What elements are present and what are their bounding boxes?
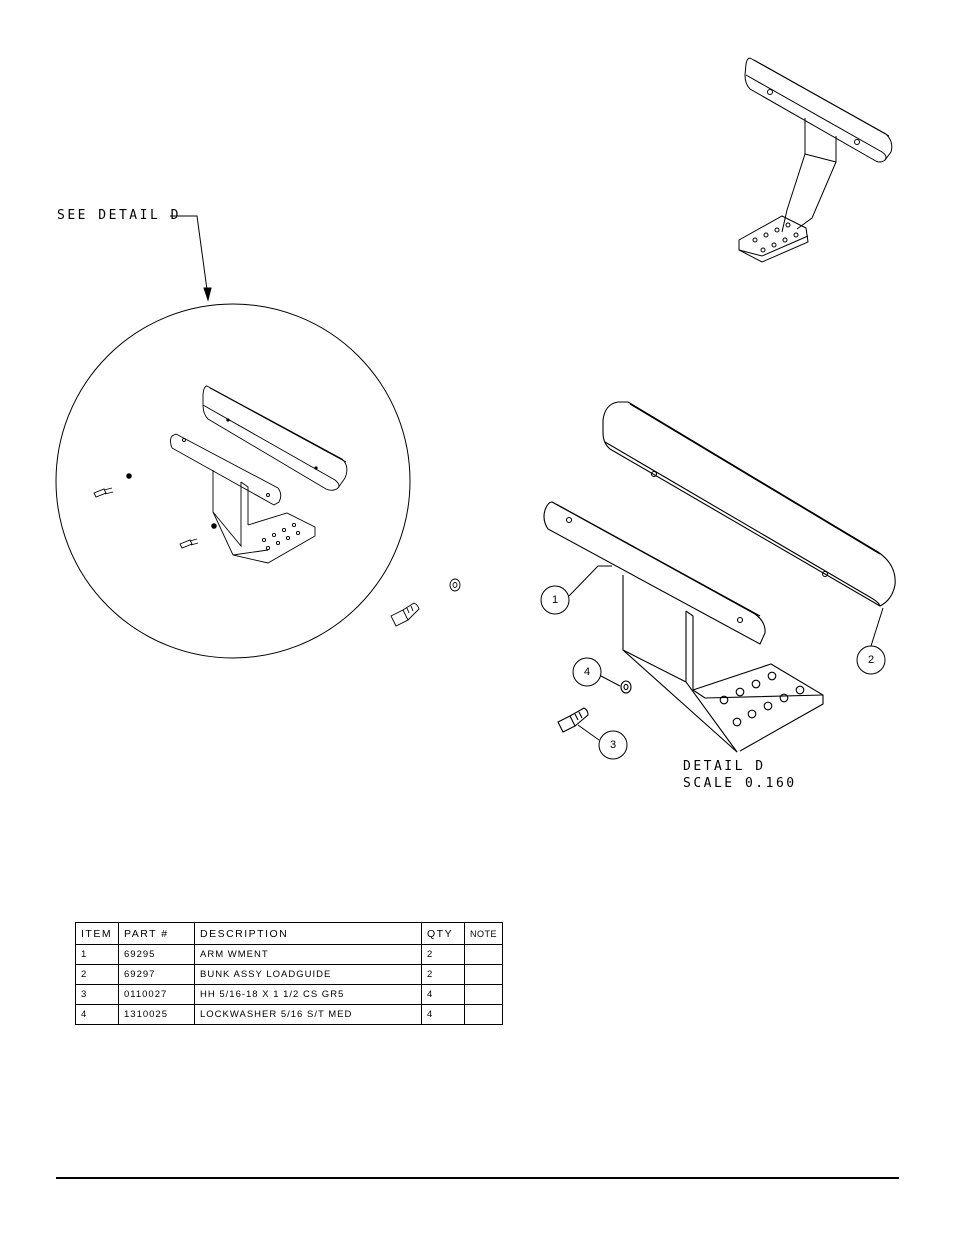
loose-hardware (390, 578, 461, 627)
cell-description: BUNK ASSY LOADGUIDE (194, 964, 422, 985)
cell-part: 69295 (118, 944, 195, 965)
bill-of-materials: ITEM PART # DESCRIPTION QTY NOTE 1 69295… (75, 922, 504, 1025)
cell-part: 69297 (118, 964, 195, 985)
cell-qty: 2 (421, 964, 465, 985)
table-row: 1 69295 ARM WMENT 2 (75, 944, 504, 965)
detail-scale: SCALE 0.160 (683, 776, 797, 791)
see-detail-leader (170, 215, 212, 302)
cell-note (463, 964, 504, 985)
cell-item: 4 (75, 1004, 119, 1025)
header-qty: QTY (421, 922, 465, 945)
cell-description: ARM WMENT (194, 944, 422, 965)
isometric-view (738, 57, 893, 263)
detail-circle (55, 303, 411, 659)
table-row: 2 69297 BUNK ASSY LOADGUIDE 2 (75, 964, 504, 985)
detail-d-view (543, 401, 896, 753)
cell-part: 1310025 (118, 1004, 195, 1025)
header-description: DESCRIPTION (194, 922, 422, 945)
cell-qty: 2 (421, 944, 465, 965)
callout-3: 3 (609, 739, 617, 751)
table-row: 3 0110027 HH 5/16-18 X 1 1/2 CS GR5 4 (75, 984, 504, 1005)
cell-note (463, 984, 504, 1005)
cell-item: 3 (75, 984, 119, 1005)
cell-item: 1 (75, 944, 119, 965)
see-detail-label: SEE DETAIL D (57, 208, 181, 223)
cell-qty: 4 (421, 1004, 465, 1025)
callout-2: 2 (867, 654, 875, 666)
footer-rule (56, 1177, 899, 1179)
cell-part: 0110027 (118, 984, 195, 1005)
cell-description: LOCKWASHER 5/16 S/T MED (194, 1004, 422, 1025)
cell-description: HH 5/16-18 X 1 1/2 CS GR5 (194, 984, 422, 1005)
detail-title: DETAIL D (683, 759, 766, 774)
cell-note (463, 1004, 504, 1025)
callout-balloons (540, 565, 886, 760)
bom-header-row: ITEM PART # DESCRIPTION QTY NOTE (75, 922, 504, 945)
header-note: NOTE (463, 922, 504, 945)
callout-1: 1 (551, 594, 559, 606)
table-row: 4 1310025 LOCKWASHER 5/16 S/T MED 4 (75, 1004, 504, 1025)
header-part: PART # (118, 922, 195, 945)
cell-item: 2 (75, 964, 119, 985)
callout-4: 4 (583, 666, 591, 678)
cell-qty: 4 (421, 984, 465, 1005)
exploded-view-small (93, 385, 348, 564)
header-item: ITEM (75, 922, 119, 945)
cell-note (463, 944, 504, 965)
